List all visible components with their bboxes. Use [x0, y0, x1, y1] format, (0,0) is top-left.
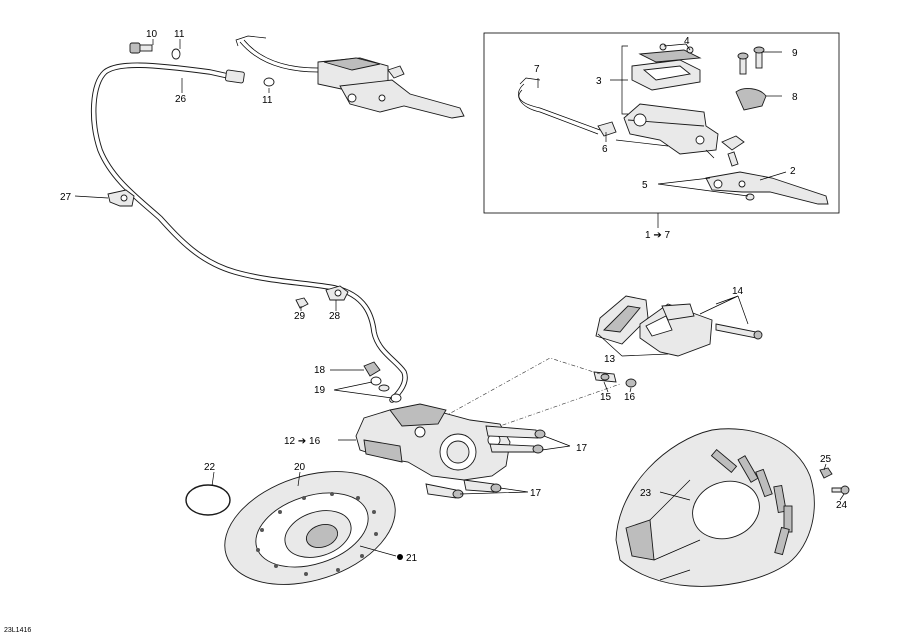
master-cylinder-assembly — [235, 35, 465, 119]
callout-13: 13 — [604, 354, 616, 365]
brake-pads — [595, 295, 713, 357]
sealing-washer-lower — [263, 77, 275, 87]
callout-9: 9 — [792, 48, 798, 59]
callout-1-7: 1 ➔ 7 — [645, 230, 670, 241]
loctite-dot-icon — [397, 554, 403, 560]
caliper-pins — [425, 425, 546, 499]
sealing-washer-upper — [171, 48, 181, 60]
callout-7: 7 — [534, 64, 540, 75]
callout-4: 4 — [684, 36, 690, 47]
bleeder-cap — [625, 378, 637, 388]
callout-10: 10 — [146, 29, 158, 40]
pad-pins — [699, 295, 763, 340]
callout-8: 8 — [792, 92, 798, 103]
guard-nut — [819, 467, 833, 479]
brake-hose — [90, 62, 408, 403]
bleeder-screw — [593, 371, 617, 383]
hose-guide — [325, 285, 349, 301]
callout-2: 2 — [790, 166, 796, 177]
callout-11-lower: 11 — [262, 95, 273, 106]
callout-15: 15 — [600, 392, 612, 403]
callout-5: 5 — [642, 180, 648, 191]
caliper-washers — [370, 376, 402, 403]
callout-6: 6 — [602, 144, 608, 155]
callout-28: 28 — [329, 311, 341, 322]
brake-caliper — [355, 357, 621, 481]
caliper-banjo-bolt — [363, 361, 381, 377]
callout-23: 23 — [640, 488, 652, 499]
leader-lines — [74, 39, 845, 501]
callout-29: 29 — [294, 311, 306, 322]
diagram-code: 23L1416 — [4, 627, 31, 634]
callout-26: 26 — [175, 94, 187, 105]
callout-24: 24 — [836, 500, 848, 511]
hose-clip-upper — [107, 189, 135, 207]
callout-11-upper: 11 — [174, 29, 185, 40]
master-cylinder-detail-box — [483, 32, 840, 226]
callout-3: 3 — [596, 76, 602, 87]
disc-guard — [615, 428, 815, 587]
callout-17-lower: 17 — [530, 488, 542, 499]
brake-disc — [224, 471, 403, 585]
banjo-bolt — [129, 42, 153, 54]
callout-16: 16 — [624, 392, 636, 403]
guard-screw — [831, 485, 850, 495]
hose-guide-screw — [295, 297, 309, 309]
callout-20: 20 — [294, 462, 306, 473]
callout-22: 22 — [204, 462, 216, 473]
o-ring — [185, 484, 231, 516]
callout-17-upper: 17 — [576, 443, 588, 454]
callout-25: 25 — [820, 454, 832, 465]
callout-14: 14 — [732, 286, 744, 297]
callout-18: 18 — [314, 365, 326, 376]
callout-19: 19 — [314, 385, 326, 396]
callout-21: 21 — [406, 553, 418, 564]
callout-27: 27 — [60, 192, 72, 203]
callout-12-16: 12 ➔ 16 — [284, 436, 321, 447]
